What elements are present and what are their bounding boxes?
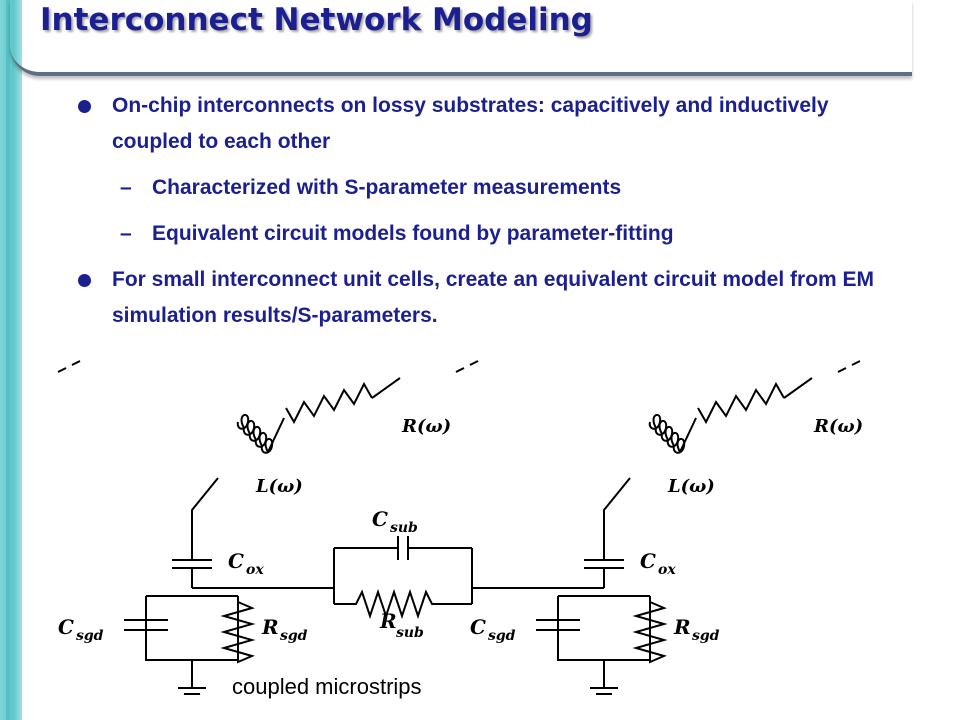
c-sgd-subscript-right: sgd — [488, 628, 516, 644]
sub-bullet-item: – Equivalent circuit models found by par… — [78, 216, 908, 252]
sub-bullet-item: – Characterized with S-parameter measure… — [78, 170, 908, 206]
r-sgd-subscript-left: sgd — [280, 628, 308, 644]
sub-bullet-text: Characterized with S-parameter measureme… — [152, 176, 622, 199]
bullet-item: For small interconnect unit cells, creat… — [78, 262, 908, 334]
left-accent-bar — [0, 0, 22, 720]
r-sgd-label-left: R — [261, 615, 279, 639]
l-omega-label-right: L(ω) — [667, 476, 715, 497]
equivalent-circuit-diagram: R(ω) R(ω) L(ω) L(ω) C ox C ox C sub R su… — [57, 360, 863, 699]
c-sgd-label-left: C — [58, 615, 74, 639]
bullet-text: On-chip interconnects on lossy substrate… — [112, 94, 829, 153]
bullet-list: On-chip interconnects on lossy substrate… — [78, 88, 908, 334]
bullet-item: On-chip interconnects on lossy substrate… — [78, 88, 908, 160]
bullet-dot-icon — [78, 100, 91, 113]
sub-bullet-text: Equivalent circuit models found by param… — [152, 222, 674, 245]
bullet-dot-icon — [78, 274, 91, 287]
dash-icon: – — [120, 176, 132, 199]
c-ox-subscript-left: ox — [246, 562, 264, 578]
r-sgd-subscript-right: sgd — [692, 628, 720, 644]
r-omega-label-left: R(ω) — [401, 416, 451, 437]
dash-icon: – — [120, 222, 132, 245]
c-sub-subscript: sub — [390, 520, 418, 536]
left-accent-stripe — [6, 0, 10, 720]
c-ox-label-right: C — [640, 549, 656, 573]
c-sub-label: C — [372, 507, 388, 531]
r-sgd-label-right: R — [673, 615, 691, 639]
c-ox-subscript-right: ox — [658, 562, 676, 578]
r-sub-label: R — [379, 609, 397, 633]
title-underline — [10, 0, 912, 76]
l-omega-label-left: L(ω) — [255, 476, 303, 497]
c-sgd-label-right: C — [470, 615, 486, 639]
r-sub-subscript: sub — [396, 625, 424, 641]
c-sgd-subscript-left: sgd — [76, 628, 104, 644]
r-omega-label-right: R(ω) — [813, 416, 863, 437]
slide-title: Interconnect Network Modeling — [40, 2, 593, 38]
bullet-text: For small interconnect unit cells, creat… — [112, 268, 875, 327]
c-ox-label-left: C — [228, 549, 244, 573]
diagram-caption: coupled microstrips — [232, 674, 422, 699]
